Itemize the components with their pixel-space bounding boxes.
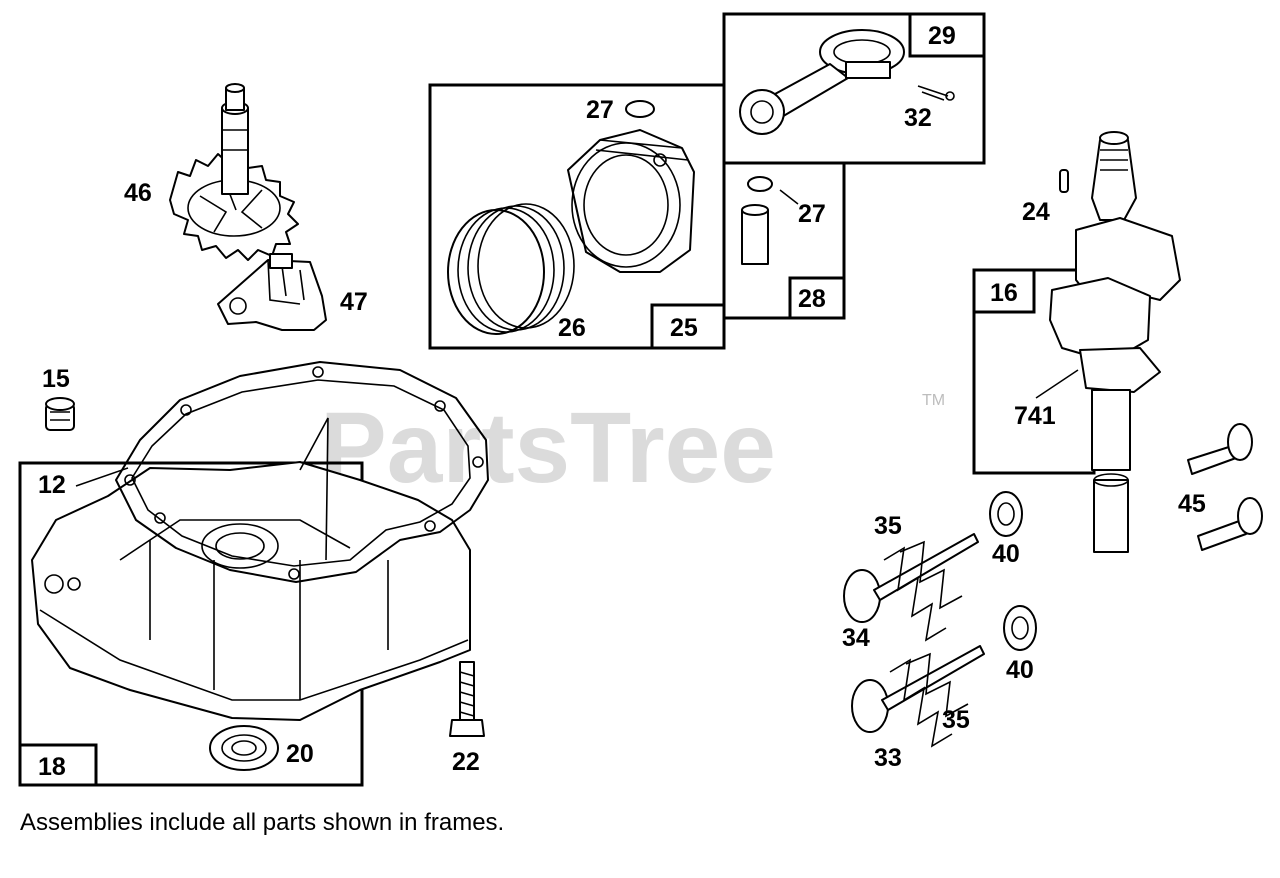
connecting-rod-part[interactable] xyxy=(739,29,905,135)
sump-frame-label-box xyxy=(18,743,98,787)
callout-12: 12 xyxy=(38,471,66,499)
oil-seal-part[interactable] xyxy=(209,725,279,771)
callout-46: 46 xyxy=(124,179,152,207)
valve-spring-lower-part[interactable] xyxy=(889,652,969,748)
crankshaft-key-part[interactable] xyxy=(1059,169,1069,193)
watermark: PartsTree xyxy=(320,392,776,504)
callout-34: 34 xyxy=(842,624,870,652)
rod-bolts-part[interactable] xyxy=(917,85,955,101)
valve-spring-upper-part[interactable] xyxy=(883,540,963,642)
callout-45: 45 xyxy=(1178,490,1206,518)
callout-33: 33 xyxy=(874,744,902,772)
callout-16: 16 xyxy=(990,279,1018,307)
callout-40a: 40 xyxy=(992,540,1020,568)
callout-15: 15 xyxy=(42,365,70,393)
conrod-frame-label-box xyxy=(908,12,986,58)
callout-26: 26 xyxy=(558,314,586,342)
callout-28: 28 xyxy=(798,285,826,313)
callout-27b: 27 xyxy=(798,200,826,228)
engine-sump-part[interactable] xyxy=(31,417,471,721)
callout-22: 22 xyxy=(452,748,480,776)
piston-part[interactable] xyxy=(567,129,695,273)
valve-retainer-lower-part[interactable] xyxy=(1003,605,1037,651)
piston-frame-label-box xyxy=(650,303,726,350)
piston-pin-part[interactable] xyxy=(741,204,769,265)
callout-40b: 40 xyxy=(1006,656,1034,684)
exhaust-valve-part[interactable] xyxy=(843,533,979,623)
piston-rings-part[interactable] xyxy=(447,203,575,335)
callout-24: 24 xyxy=(1022,198,1050,226)
camshaft-gear-part[interactable] xyxy=(169,83,299,261)
callout-20: 20 xyxy=(286,740,314,768)
callout-27a: 27 xyxy=(586,96,614,124)
piston-pin-retainer-top-part[interactable] xyxy=(625,100,655,118)
valve-retainer-upper-part[interactable] xyxy=(989,491,1023,537)
callout-18: 18 xyxy=(38,753,66,781)
pin-frame-label-box xyxy=(788,276,846,320)
plug-part[interactable] xyxy=(45,397,75,431)
crankshaft-part[interactable] xyxy=(1049,131,1181,553)
leader-27b xyxy=(779,189,799,205)
piston-pin-frame xyxy=(722,161,846,320)
leader-12 xyxy=(75,467,129,487)
assemblies-footnote: Assemblies include all parts shown in fr… xyxy=(20,809,505,836)
piston-pin-retainer-part[interactable] xyxy=(747,176,773,192)
callout-47: 47 xyxy=(340,288,368,316)
bolt-part[interactable] xyxy=(449,661,485,737)
callout-25: 25 xyxy=(670,314,698,342)
gasket-part[interactable] xyxy=(115,361,489,583)
callout-35a: 35 xyxy=(874,512,902,540)
intake-valve-part[interactable] xyxy=(851,645,985,733)
callout-29: 29 xyxy=(928,22,956,50)
leader-741 xyxy=(1035,369,1079,399)
connecting-rod-frame xyxy=(722,12,986,165)
governor-part[interactable] xyxy=(217,253,327,331)
crank-frame-label-box xyxy=(972,268,1036,314)
valve-tappets-part[interactable] xyxy=(1187,423,1263,551)
watermark-trademark: TM xyxy=(922,392,945,409)
callout-32: 32 xyxy=(904,104,932,132)
callout-741: 741 xyxy=(1014,402,1056,430)
callout-35b: 35 xyxy=(942,706,970,734)
